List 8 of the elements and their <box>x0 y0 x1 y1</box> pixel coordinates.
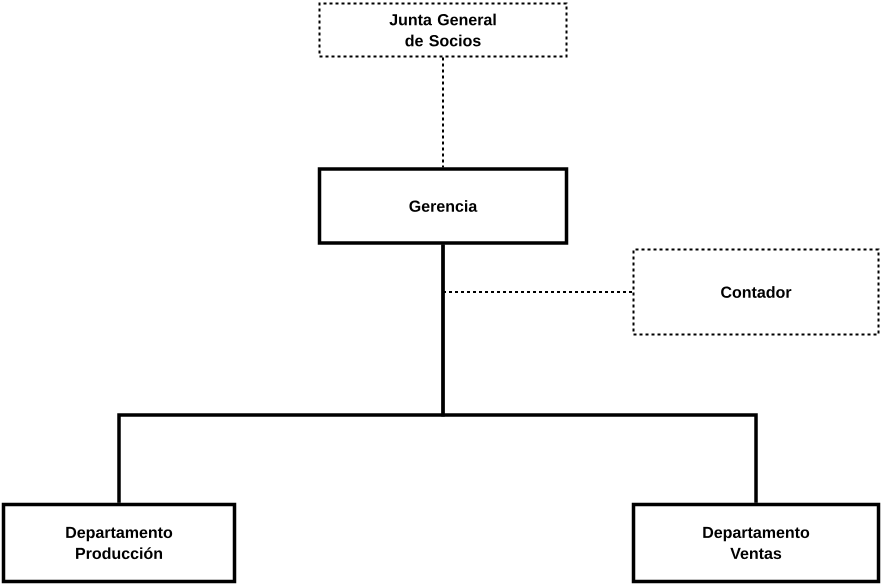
org-box: Departamento Ventas <box>632 502 880 584</box>
org-box: Junta General de Socios <box>318 2 568 58</box>
org-box: Departamento Producción <box>2 502 236 584</box>
connector-line <box>443 291 632 293</box>
org-box: Gerencia <box>318 167 568 245</box>
connector-line <box>442 58 444 168</box>
connector-line <box>441 244 758 503</box>
org-box: Contador <box>632 248 880 336</box>
